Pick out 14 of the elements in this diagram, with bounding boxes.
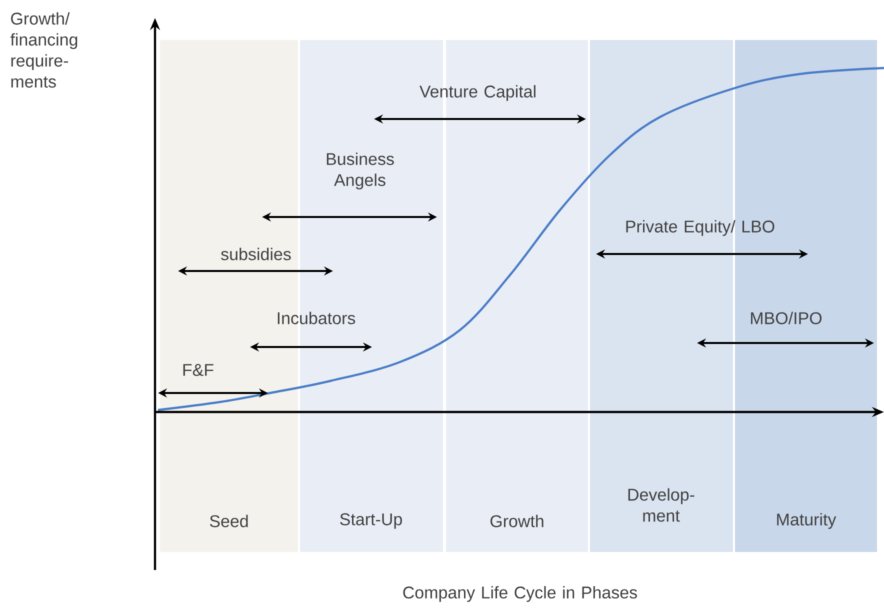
range-label: MBO/IPO <box>751 312 822 324</box>
axis-label: Company Life Cycle in Phases <box>403 586 637 602</box>
phase-label: Growth <box>490 514 544 528</box>
phase-label: Seed <box>210 514 248 528</box>
axis-label: Growth/ financing require- ments <box>10 12 78 88</box>
range-label: Business Angels <box>326 152 394 190</box>
range-label: Venture Capital <box>420 85 536 101</box>
range-label: F&F <box>183 364 214 376</box>
phase-label: Maturity <box>777 513 836 529</box>
phase-label: Start-Up <box>340 513 402 529</box>
range-label: Incubators <box>278 312 356 324</box>
range-label: Private Equity/ LBO <box>626 220 774 236</box>
range-label: subsidies <box>221 248 291 260</box>
phase-label: Develop- ment <box>628 488 694 522</box>
